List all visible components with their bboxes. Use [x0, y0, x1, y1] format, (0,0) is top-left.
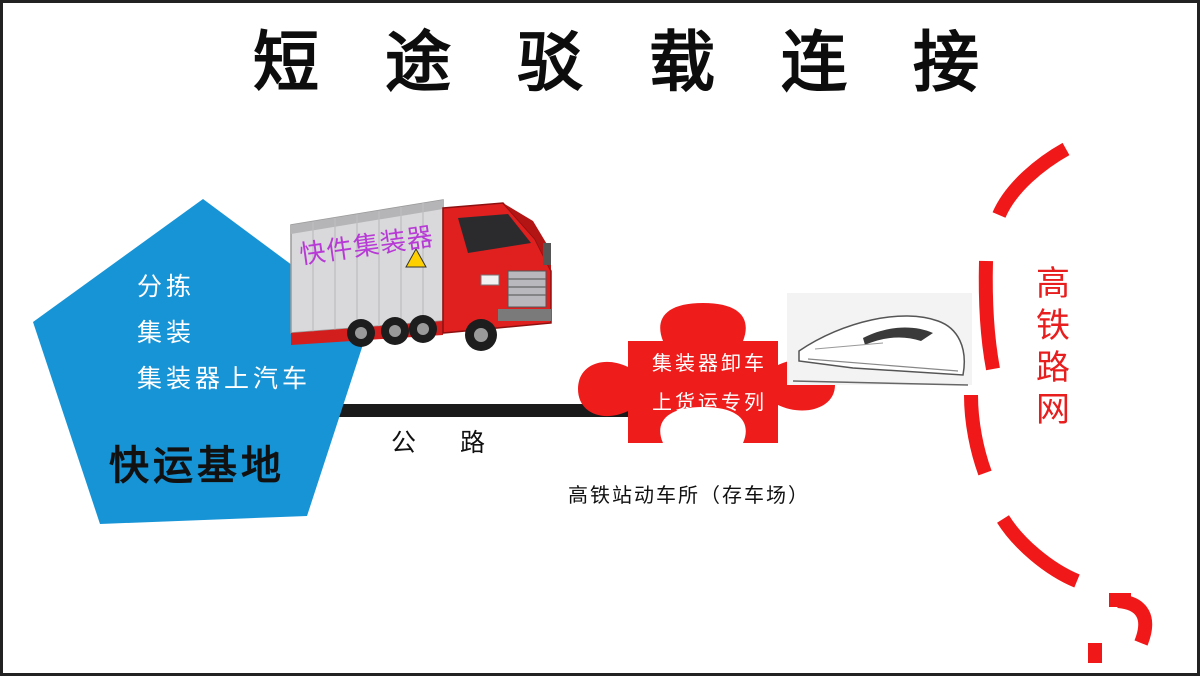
base-name: 快运基地: [109, 443, 285, 489]
truck-illustration: [290, 199, 552, 351]
network-char-1: 高: [1036, 264, 1070, 304]
transfer-line-board: 上货运专列: [652, 390, 767, 414]
train-illustration: [787, 293, 972, 386]
transfer-line-unload: 集装器卸车: [652, 351, 767, 375]
road-line: [338, 404, 638, 417]
base-step-packing: 集装: [137, 318, 196, 347]
puzzle-piece-shape: [578, 303, 835, 443]
network-char-2: 铁: [1036, 306, 1070, 346]
road-label: 公 路: [391, 428, 503, 457]
base-step-loading: 集装器上汽车: [137, 364, 312, 393]
page-title: 短途驳载连接: [253, 23, 1045, 101]
diagram-canvas: [33, 142, 1153, 663]
base-step-sorting: 分拣: [137, 272, 196, 301]
network-char-3: 路: [1036, 348, 1070, 388]
station-label: 高铁站动车所（存车场）: [568, 483, 810, 507]
pentagon-shape: [33, 199, 370, 524]
network-char-4: 网: [1036, 390, 1070, 430]
